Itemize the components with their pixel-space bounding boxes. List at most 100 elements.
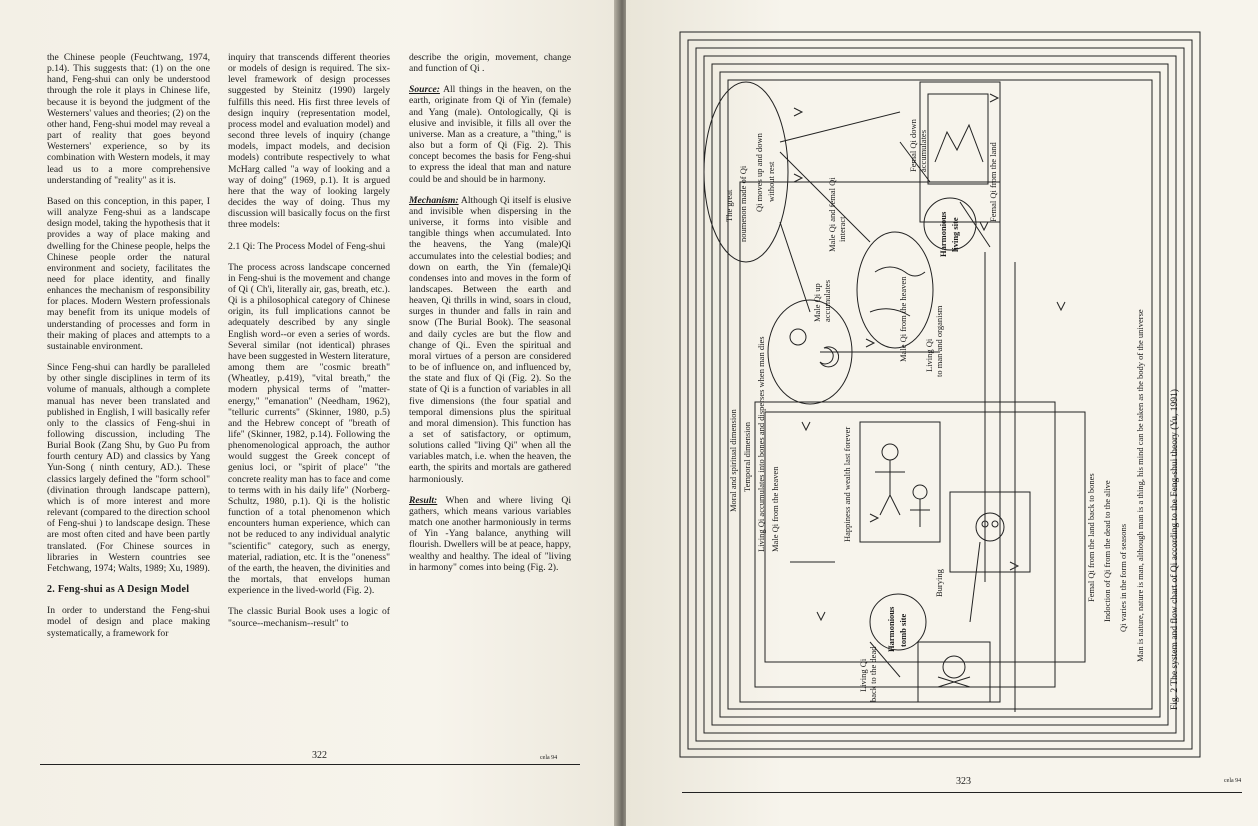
footer-tag: cela 94 <box>540 755 558 761</box>
person-icon <box>910 499 930 527</box>
diagram-label: without rest <box>766 161 776 202</box>
footer-tag: cela 94 <box>1224 778 1242 784</box>
skull-icon <box>942 655 966 679</box>
figure-caption: Fig. 2 The system and flow chart of Qi a… <box>1170 389 1184 710</box>
diagram-label: Temporal dimension <box>742 421 752 492</box>
diagram-label: Harmonious <box>886 606 896 652</box>
mechanism-label: Mechanism: <box>409 194 459 206</box>
diagram-label: back to the dead <box>868 646 878 702</box>
diagram-label: interact <box>837 216 847 242</box>
diagram-label: Living Qi <box>858 658 868 692</box>
text-column-2: inquiry that transcends different theori… <box>228 52 390 639</box>
footer-rule <box>40 764 580 765</box>
diagram-label: Femal Qi from the land back to bones <box>1086 473 1096 602</box>
diagram-label: Living Qi accumulates into bones and dis… <box>756 336 766 552</box>
diagram-label: Qi varies in the form of seasons <box>1118 524 1128 632</box>
flow-line <box>779 151 871 243</box>
source-label: Source: <box>409 84 440 96</box>
paragraph: the Chinese people (Feuchtwang, 1974, p.… <box>47 52 210 186</box>
diagram-label: Male Qi from the heaven <box>770 466 780 552</box>
arrowheads <box>793 93 1066 622</box>
diagram-label: Man is nature, nature is man, although m… <box>1135 309 1145 662</box>
frame-rect <box>695 47 1185 742</box>
diagram-label: Living Qi <box>924 338 934 372</box>
flow-line <box>779 221 811 313</box>
source-paragraph: Source: All things in the heaven, on the… <box>409 84 571 184</box>
skull-eye <box>991 520 999 528</box>
diagram-label: The great <box>724 189 734 222</box>
crossbones-icon <box>937 676 971 688</box>
left-page: the Chinese people (Feuchtwang, 1974, p.… <box>0 0 618 826</box>
diagram-label: accumulates <box>918 130 928 172</box>
paragraph: inquiry that transcends different theori… <box>228 52 390 231</box>
loop-rect <box>919 81 1001 223</box>
diagram-label: Burying <box>934 568 944 597</box>
section-heading: 2. Feng-shui as A Design Model <box>47 584 190 596</box>
diagram-label: accumulates <box>822 280 832 322</box>
diagram-label: Moral and spiritual dimension <box>728 409 738 512</box>
diagram-label: Femal Qi down <box>908 118 918 172</box>
flow-line <box>969 541 981 623</box>
flow-line <box>959 201 991 248</box>
frame-rect <box>727 79 1153 710</box>
frame-rect <box>703 55 1177 734</box>
source-text: All things in the heaven, on the earth, … <box>409 84 571 185</box>
person-icon <box>875 460 905 516</box>
result-label: Result: <box>409 494 438 506</box>
diagram-label: Femal Qi from the land <box>988 141 998 222</box>
subsection-heading: 2.1 Qi: The Process Model of Feng-shui <box>228 240 386 252</box>
diagram-label: Male Qi from the heaven <box>898 276 908 362</box>
figure-caption-text: Fig. 2 The system and flow chart of Qi a… <box>1170 389 1180 710</box>
cloud-icon <box>869 266 926 317</box>
flow-line <box>869 641 901 678</box>
burying-skull-box <box>949 491 1031 573</box>
frame-rect <box>719 71 1161 718</box>
tomb-site-circle <box>869 593 927 651</box>
paragraph: The classic Burial Book uses a logic of … <box>228 606 390 629</box>
frame-rect <box>711 63 1169 726</box>
paragraph: In order to understand the Feng-shui mod… <box>47 605 210 639</box>
diagram-label: to man and organism <box>934 305 944 377</box>
flow-line <box>899 141 931 183</box>
living-site-circle <box>923 197 977 251</box>
paragraph: Based on this conception, in this paper,… <box>47 195 210 352</box>
text-column-3: describe the origin, movement, change an… <box>409 52 571 583</box>
frame-rect <box>679 31 1201 758</box>
paragraph: The process across landscape concerned i… <box>228 261 390 597</box>
diagram-label: Indoction of Qi from the dead to the ali… <box>1102 480 1112 622</box>
diagram-label: living site <box>950 217 960 252</box>
qi-flow-diagram: Man is nature, nature is man, although m… <box>679 31 1201 758</box>
heaven-circle <box>767 299 853 405</box>
diagram-label: noumenon made of Qi <box>738 165 748 242</box>
happiness-people-box <box>859 421 941 543</box>
skull-eye <box>981 520 989 528</box>
paragraph: Since Feng-shui can hardly be paralleled… <box>47 362 210 574</box>
skull-icon <box>975 512 1005 542</box>
interaction-ellipse <box>856 231 934 349</box>
sun-icon <box>789 328 807 346</box>
flow-line <box>779 111 901 143</box>
diagram-label: Harmonious <box>938 211 948 257</box>
diagram-label: Male Qi up <box>812 283 822 322</box>
loop-rect <box>764 411 1086 663</box>
loop-rect <box>754 401 1056 688</box>
diagram-label: tomb site <box>898 613 908 647</box>
page-number: 322 <box>312 750 327 761</box>
footer-rule <box>682 792 1242 793</box>
right-page: Man is nature, nature is man, although m… <box>626 0 1258 826</box>
diagram-label: Male Qi and femal Qi <box>827 177 837 252</box>
result-paragraph: Result: When and where living Qi gathers… <box>409 495 571 573</box>
frame-rect <box>687 39 1193 750</box>
paragraph: describe the origin, movement, change an… <box>409 52 571 75</box>
diagram-label: Qi moves up and down <box>754 132 764 212</box>
person-icon <box>881 443 899 461</box>
mechanism-text: Although Qi itself is elusive and invisi… <box>409 194 571 485</box>
mechanism-paragraph: Mechanism: Although Qi itself is elusive… <box>409 195 571 485</box>
result-text: When and where living Qi gathers, which … <box>409 494 571 573</box>
text-column-1: the Chinese people (Feuchtwang, 1974, p.… <box>47 52 210 649</box>
person-icon <box>912 484 928 500</box>
mountain-icon <box>934 123 984 163</box>
page-number: 323 <box>956 776 971 787</box>
great-noumenon-ellipse <box>703 81 789 263</box>
